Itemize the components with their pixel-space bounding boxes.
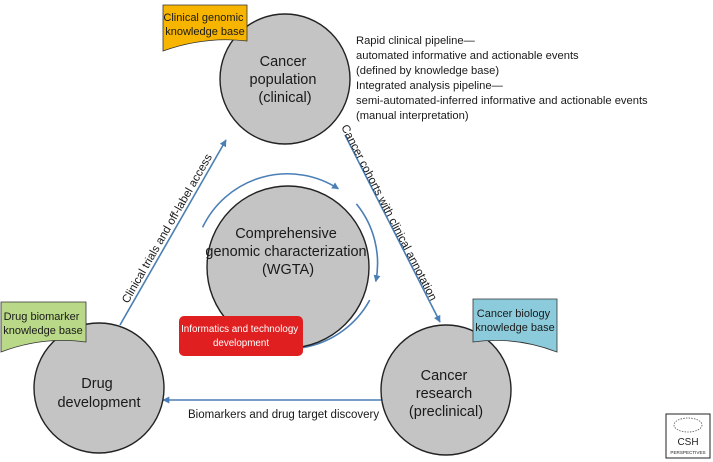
- cycle-arrow-right: [355, 203, 381, 283]
- edge-label-research-to-drug: Biomarkers and drug target discovery: [188, 409, 379, 421]
- node-cancer-research-label: Cancer research (preclinical): [409, 368, 483, 420]
- node-cancer-research: [380, 324, 512, 456]
- csh-perspectives-logo: CSH PERSPECTIVES: [665, 413, 711, 459]
- cycle-arrow-top: [201, 173, 339, 228]
- edge-label-drug-to-population: Clinical trials and off-label access: [120, 152, 215, 306]
- arrow-drug-to-population: [119, 139, 227, 326]
- helix-icon: [673, 417, 703, 433]
- pipeline-notes: Rapid clinical pipeline— automated infor…: [356, 35, 651, 122]
- logo-subtext: PERSPECTIVES: [670, 450, 705, 455]
- informatics-box-label: Informatics and technology development: [181, 324, 301, 349]
- kb-drug-biomarker-label: Drug biomarker knowledge base: [3, 311, 83, 337]
- arrow-population-to-research: [344, 134, 441, 323]
- informatics-box: [179, 316, 303, 356]
- kb-clinical-genomic-label: Clinical genomic knowledge base: [163, 12, 246, 38]
- node-drug-development-label: Drug development: [57, 376, 140, 411]
- node-cancer-population-label: Cancer population (clinical): [250, 54, 321, 106]
- node-drug-development: [33, 322, 165, 454]
- kb-clinical-genomic: [162, 4, 248, 52]
- logo-text: CSH: [677, 437, 698, 448]
- kb-cancer-biology-label: Cancer biology knowledge base: [475, 308, 555, 334]
- node-cancer-population: [219, 13, 351, 145]
- node-genomic-characterization-label: Comprehensive genomic characterization (…: [205, 226, 370, 278]
- kb-drug-biomarker: [0, 301, 87, 353]
- kb-cancer-biology: [472, 298, 558, 353]
